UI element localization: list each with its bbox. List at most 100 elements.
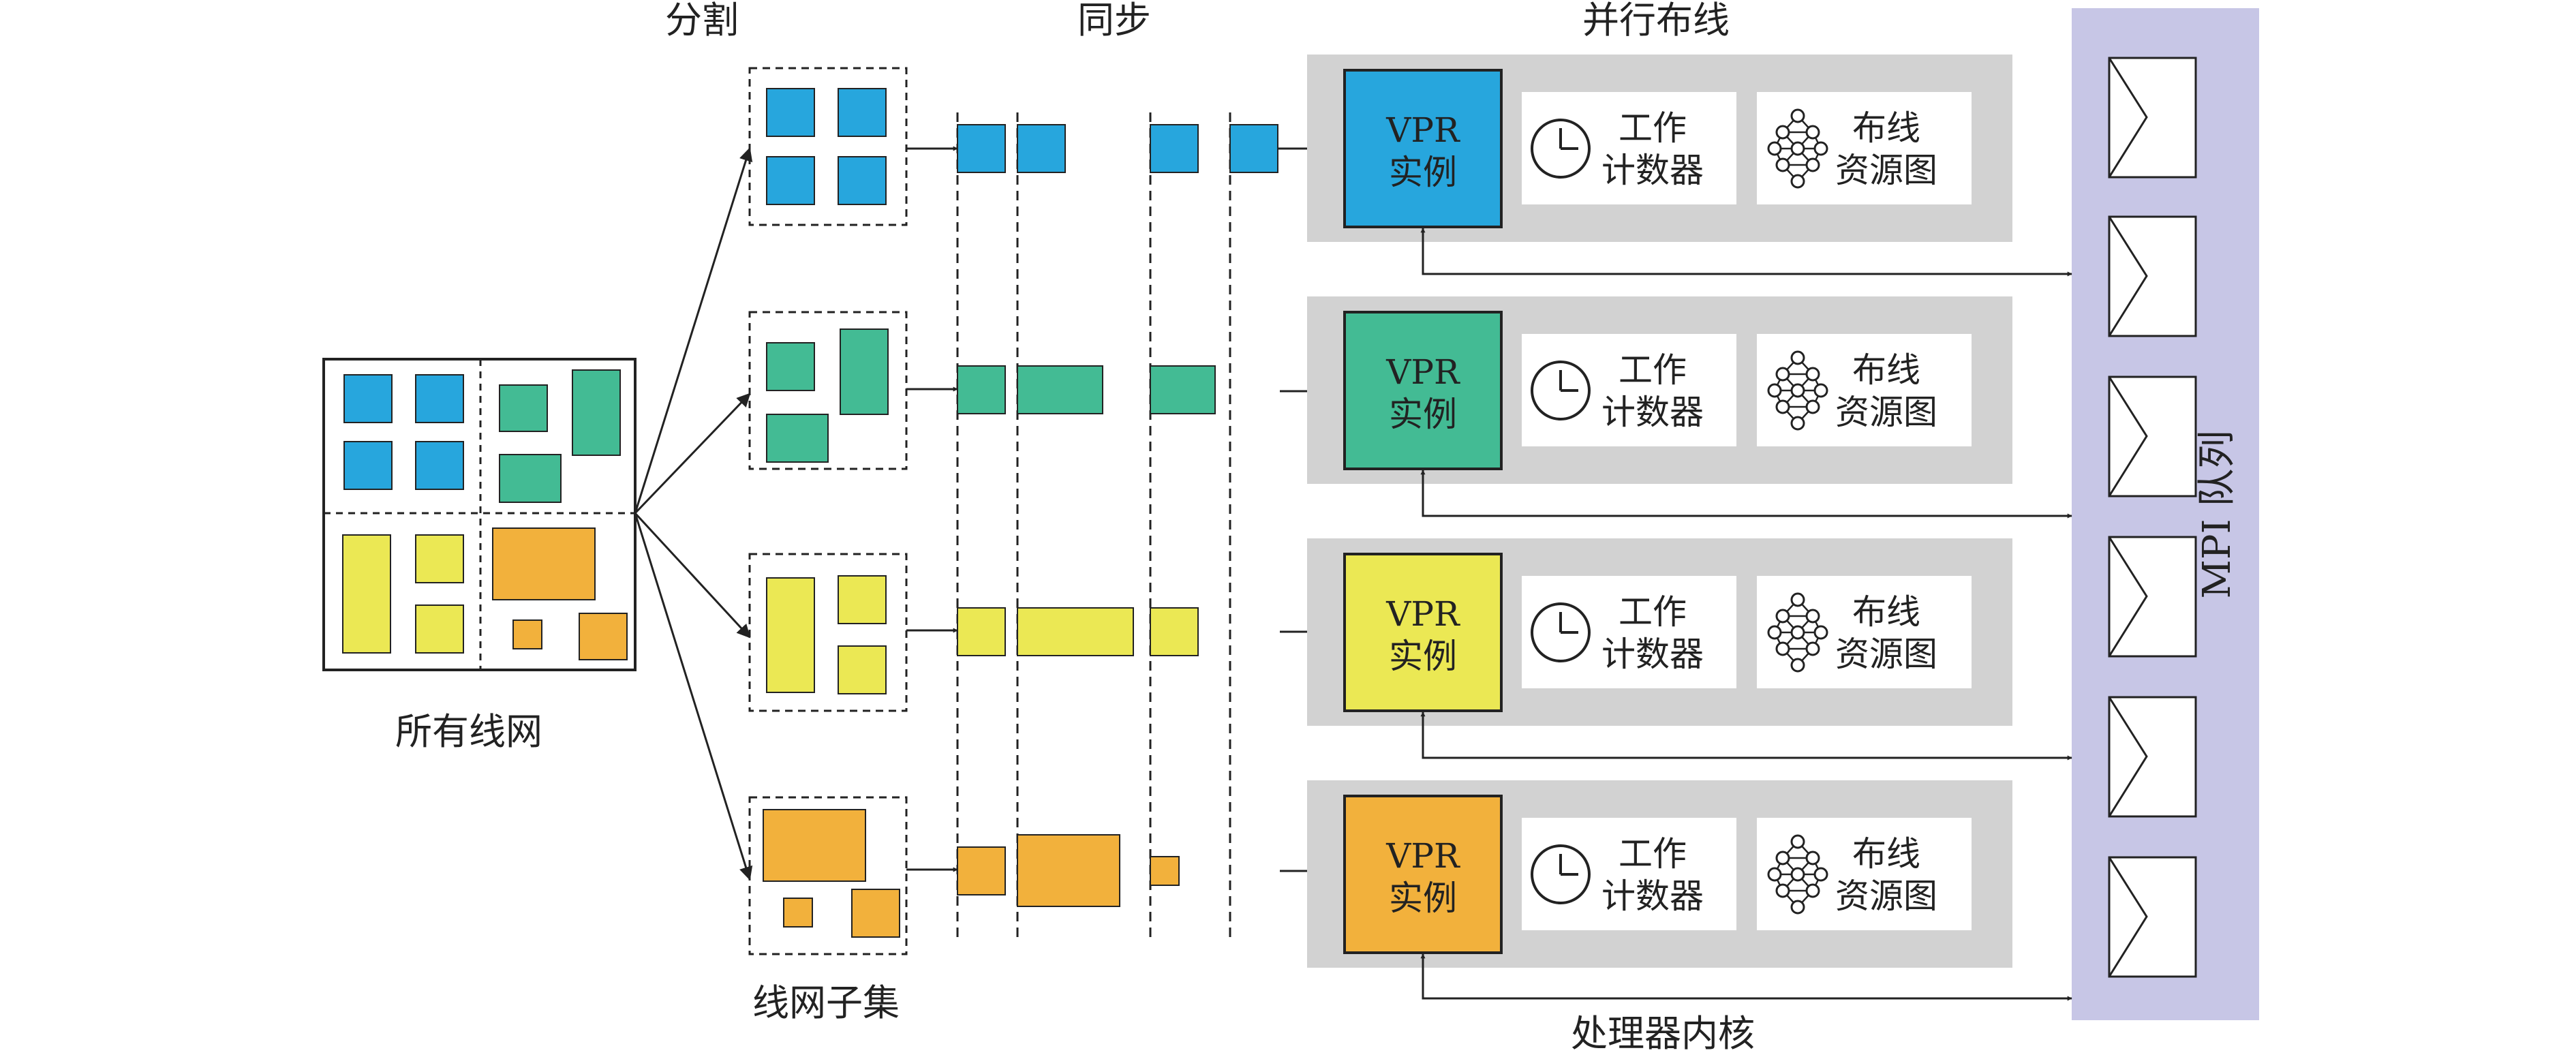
counter-label-2a: 工作 bbox=[1619, 350, 1687, 390]
graph-node bbox=[1805, 399, 1820, 414]
graph-node bbox=[1805, 883, 1820, 898]
graph-node bbox=[1767, 141, 1782, 156]
sync-blocks-blue bbox=[957, 124, 1278, 173]
graph-node bbox=[1790, 416, 1805, 431]
mpi-queue-label: MPI 队列 bbox=[2195, 431, 2239, 599]
graph-label-1a: 布线 bbox=[1852, 108, 1920, 148]
net-block bbox=[415, 534, 464, 583]
graph-label-2a: 布线 bbox=[1852, 350, 1920, 390]
graph-node bbox=[1790, 592, 1805, 607]
graph-node bbox=[1790, 867, 1805, 882]
graph-icon bbox=[1767, 592, 1828, 673]
graph-node bbox=[1805, 367, 1820, 382]
vpr-instance-boxes bbox=[1343, 69, 1503, 954]
graph-label-4b: 资源图 bbox=[1835, 876, 1937, 916]
vpr-label-3b: 实例 bbox=[1389, 637, 1457, 676]
vpr-label-4a: VPR bbox=[1385, 836, 1460, 876]
sync-blocks-yellow bbox=[957, 607, 1199, 656]
envelope-icon bbox=[2108, 696, 2197, 818]
envelope-icon bbox=[2108, 856, 2197, 978]
sync-to-vpr-arrows bbox=[1278, 146, 1345, 874]
net-block bbox=[415, 604, 464, 654]
vpr-mpi-connectors bbox=[1420, 228, 2072, 1001]
net-block bbox=[342, 534, 391, 654]
net-block bbox=[572, 369, 621, 456]
graph-node bbox=[1775, 125, 1790, 140]
net-block bbox=[415, 441, 464, 490]
partition-title: 分割 bbox=[665, 0, 739, 42]
counter-label-4b: 计数器 bbox=[1601, 876, 1704, 916]
counter-label-4a: 工作 bbox=[1619, 834, 1687, 874]
sync-blocks-green bbox=[957, 365, 1216, 414]
net-block bbox=[415, 374, 464, 423]
graph-node bbox=[1775, 641, 1790, 656]
clock-icon bbox=[1531, 844, 1591, 904]
subset-box-orange bbox=[748, 796, 908, 955]
net-subsets-label: 线网子集 bbox=[752, 981, 900, 1024]
vpr-instance-box bbox=[1343, 311, 1503, 470]
vpr-instance-box bbox=[1343, 69, 1503, 228]
clock-icon bbox=[1531, 602, 1591, 662]
graph-icon bbox=[1767, 350, 1828, 431]
graph-node bbox=[1790, 383, 1805, 398]
graph-node bbox=[1767, 383, 1782, 398]
graph-node bbox=[1775, 609, 1790, 624]
vpr-label-1b: 实例 bbox=[1389, 153, 1457, 192]
counter-label-3b: 计数器 bbox=[1601, 634, 1704, 674]
graph-node bbox=[1813, 141, 1828, 156]
net-block bbox=[512, 619, 542, 649]
envelope-icon bbox=[2108, 536, 2197, 658]
subset-box-yellow bbox=[748, 553, 908, 712]
sync-blocks-orange bbox=[957, 834, 1180, 907]
sync-title: 同步 bbox=[1077, 0, 1151, 42]
mpi-queue-slots bbox=[2108, 57, 2197, 978]
subset-to-sync-arrows bbox=[906, 146, 958, 872]
net-block bbox=[499, 454, 562, 503]
counter-label-3a: 工作 bbox=[1619, 592, 1687, 632]
graph-label-2b: 资源图 bbox=[1835, 393, 1937, 432]
clock-icon bbox=[1531, 361, 1591, 420]
graph-node bbox=[1790, 350, 1805, 365]
graph-node bbox=[1767, 867, 1782, 882]
graph-label-4a: 布线 bbox=[1852, 834, 1920, 874]
graph-node bbox=[1790, 900, 1805, 915]
vpr-label-2b: 实例 bbox=[1389, 395, 1457, 434]
graph-node bbox=[1813, 867, 1828, 882]
vpr-label-4b: 实例 bbox=[1389, 878, 1457, 918]
graph-icon bbox=[1767, 108, 1828, 189]
graph-node bbox=[1790, 174, 1805, 189]
sync-lines bbox=[956, 112, 1231, 940]
counter-label-1b: 计数器 bbox=[1601, 151, 1704, 190]
vpr-instance-box bbox=[1343, 553, 1503, 712]
clock-icon bbox=[1531, 119, 1591, 179]
graph-node bbox=[1805, 609, 1820, 624]
graph-node bbox=[1790, 658, 1805, 673]
counter-label-1a: 工作 bbox=[1619, 108, 1687, 148]
envelope-icon bbox=[2108, 215, 2197, 337]
graph-label-3b: 资源图 bbox=[1835, 634, 1937, 674]
counter-label-2b: 计数器 bbox=[1601, 393, 1704, 432]
vpr-label-3a: VPR bbox=[1385, 594, 1460, 634]
net-block bbox=[579, 613, 628, 660]
graph-node bbox=[1805, 851, 1820, 865]
net-block bbox=[343, 441, 393, 490]
graph-node bbox=[1790, 625, 1805, 640]
net-block bbox=[343, 374, 393, 423]
partition-arrows bbox=[634, 147, 753, 880]
graph-icon bbox=[1767, 834, 1828, 915]
graph-node bbox=[1790, 834, 1805, 849]
graph-node bbox=[1813, 383, 1828, 398]
graph-node bbox=[1775, 157, 1790, 172]
graph-node bbox=[1805, 125, 1820, 140]
graph-node bbox=[1813, 625, 1828, 640]
graph-node bbox=[1775, 883, 1790, 898]
graph-node bbox=[1790, 141, 1805, 156]
graph-node bbox=[1805, 641, 1820, 656]
parallel-routing-title: 并行布线 bbox=[1582, 0, 1730, 42]
graph-node bbox=[1805, 157, 1820, 172]
graph-label-1b: 资源图 bbox=[1835, 151, 1937, 190]
graph-node bbox=[1767, 625, 1782, 640]
graph-node bbox=[1790, 108, 1805, 123]
vpr-label-2a: VPR bbox=[1385, 352, 1460, 392]
